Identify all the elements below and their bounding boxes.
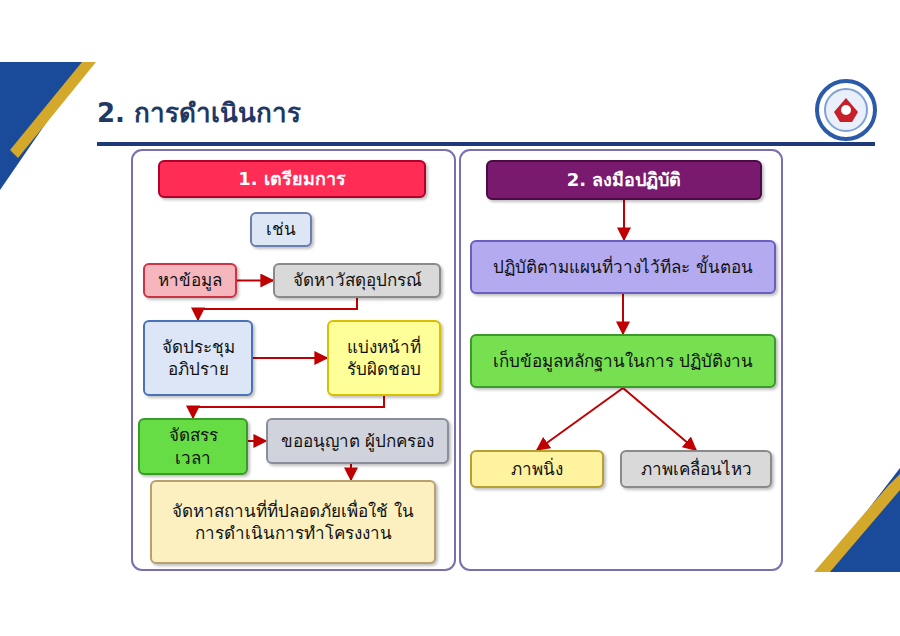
node-text: จัดหาวัสดุอุปกรณ์ — [293, 269, 422, 291]
page-title: 2. การดำเนินการ — [97, 92, 301, 133]
node-text: จัดประชุม อภิปราย — [153, 336, 243, 380]
node-text: ปฏิบัติตามแผนที่วางไว้ทีละ ขั้นตอน — [493, 256, 752, 278]
process-box: เก็บข้อมูลหลักฐานในการ ปฏิบัติงาน — [470, 334, 776, 388]
node-text: หาข้อมูล — [158, 269, 222, 291]
node-text: 2. ลงมือปฏิบัติ — [567, 168, 682, 191]
process-box: ขออนุญาต ผู้ปกครอง — [266, 418, 449, 464]
flow-arrow — [253, 357, 327, 359]
process-box: จัดสรร เวลา — [138, 418, 248, 475]
flow-arrow — [237, 280, 273, 282]
node-text: เช่น — [266, 218, 296, 240]
panel — [460, 150, 782, 570]
flow-arrow — [248, 440, 266, 442]
flow-arrow — [623, 388, 696, 450]
process-box: แบ่งหน้าที่ รับผิดชอบ — [327, 320, 441, 396]
section-header: 1. เตรียมการ — [158, 160, 426, 198]
corner-decoration — [814, 474, 900, 572]
node-text: ภาพเคลื่อนไหว — [641, 458, 752, 480]
node-text: 1. เตรียมการ — [238, 167, 346, 190]
flow-arrow — [537, 388, 623, 450]
process-box: จัดประชุม อภิปราย — [143, 320, 253, 396]
process-box: จัดหาสถานที่ที่ปลอดภัยเพื่อใช้ ในการดำเน… — [150, 480, 436, 564]
section-header: 2. ลงมือปฏิบัติ — [486, 160, 762, 200]
result-box: ภาพเคลื่อนไหว — [620, 450, 772, 488]
node-text: จัดหาสถานที่ที่ปลอดภัยเพื่อใช้ ในการดำเน… — [160, 500, 426, 544]
title-underline — [97, 142, 875, 146]
process-box: ปฏิบัติตามแผนที่วางไว้ทีละ ขั้นตอน — [470, 240, 776, 294]
process-box: หาข้อมูล — [143, 263, 237, 298]
flow-arrow — [350, 464, 352, 480]
flow-arrow — [198, 298, 357, 320]
corner-decoration — [10, 62, 96, 158]
node-text: แบ่งหน้าที่ รับผิดชอบ — [337, 336, 431, 380]
node-text: เก็บข้อมูลหลักฐานในการ ปฏิบัติงาน — [493, 350, 753, 372]
example-tag: เช่น — [250, 212, 312, 247]
node-text: ภาพนิ่ง — [511, 458, 563, 480]
node-text: จัดสรร เวลา — [148, 424, 238, 468]
flow-arrow — [193, 396, 384, 418]
logo — [817, 81, 875, 139]
panel — [132, 150, 455, 570]
process-box: จัดหาวัสดุอุปกรณ์ — [273, 263, 441, 298]
flow-arrow — [622, 294, 624, 334]
flow-arrow — [623, 200, 625, 240]
node-text: ขออนุญาต ผู้ปกครอง — [281, 430, 434, 452]
result-box: ภาพนิ่ง — [470, 450, 604, 488]
